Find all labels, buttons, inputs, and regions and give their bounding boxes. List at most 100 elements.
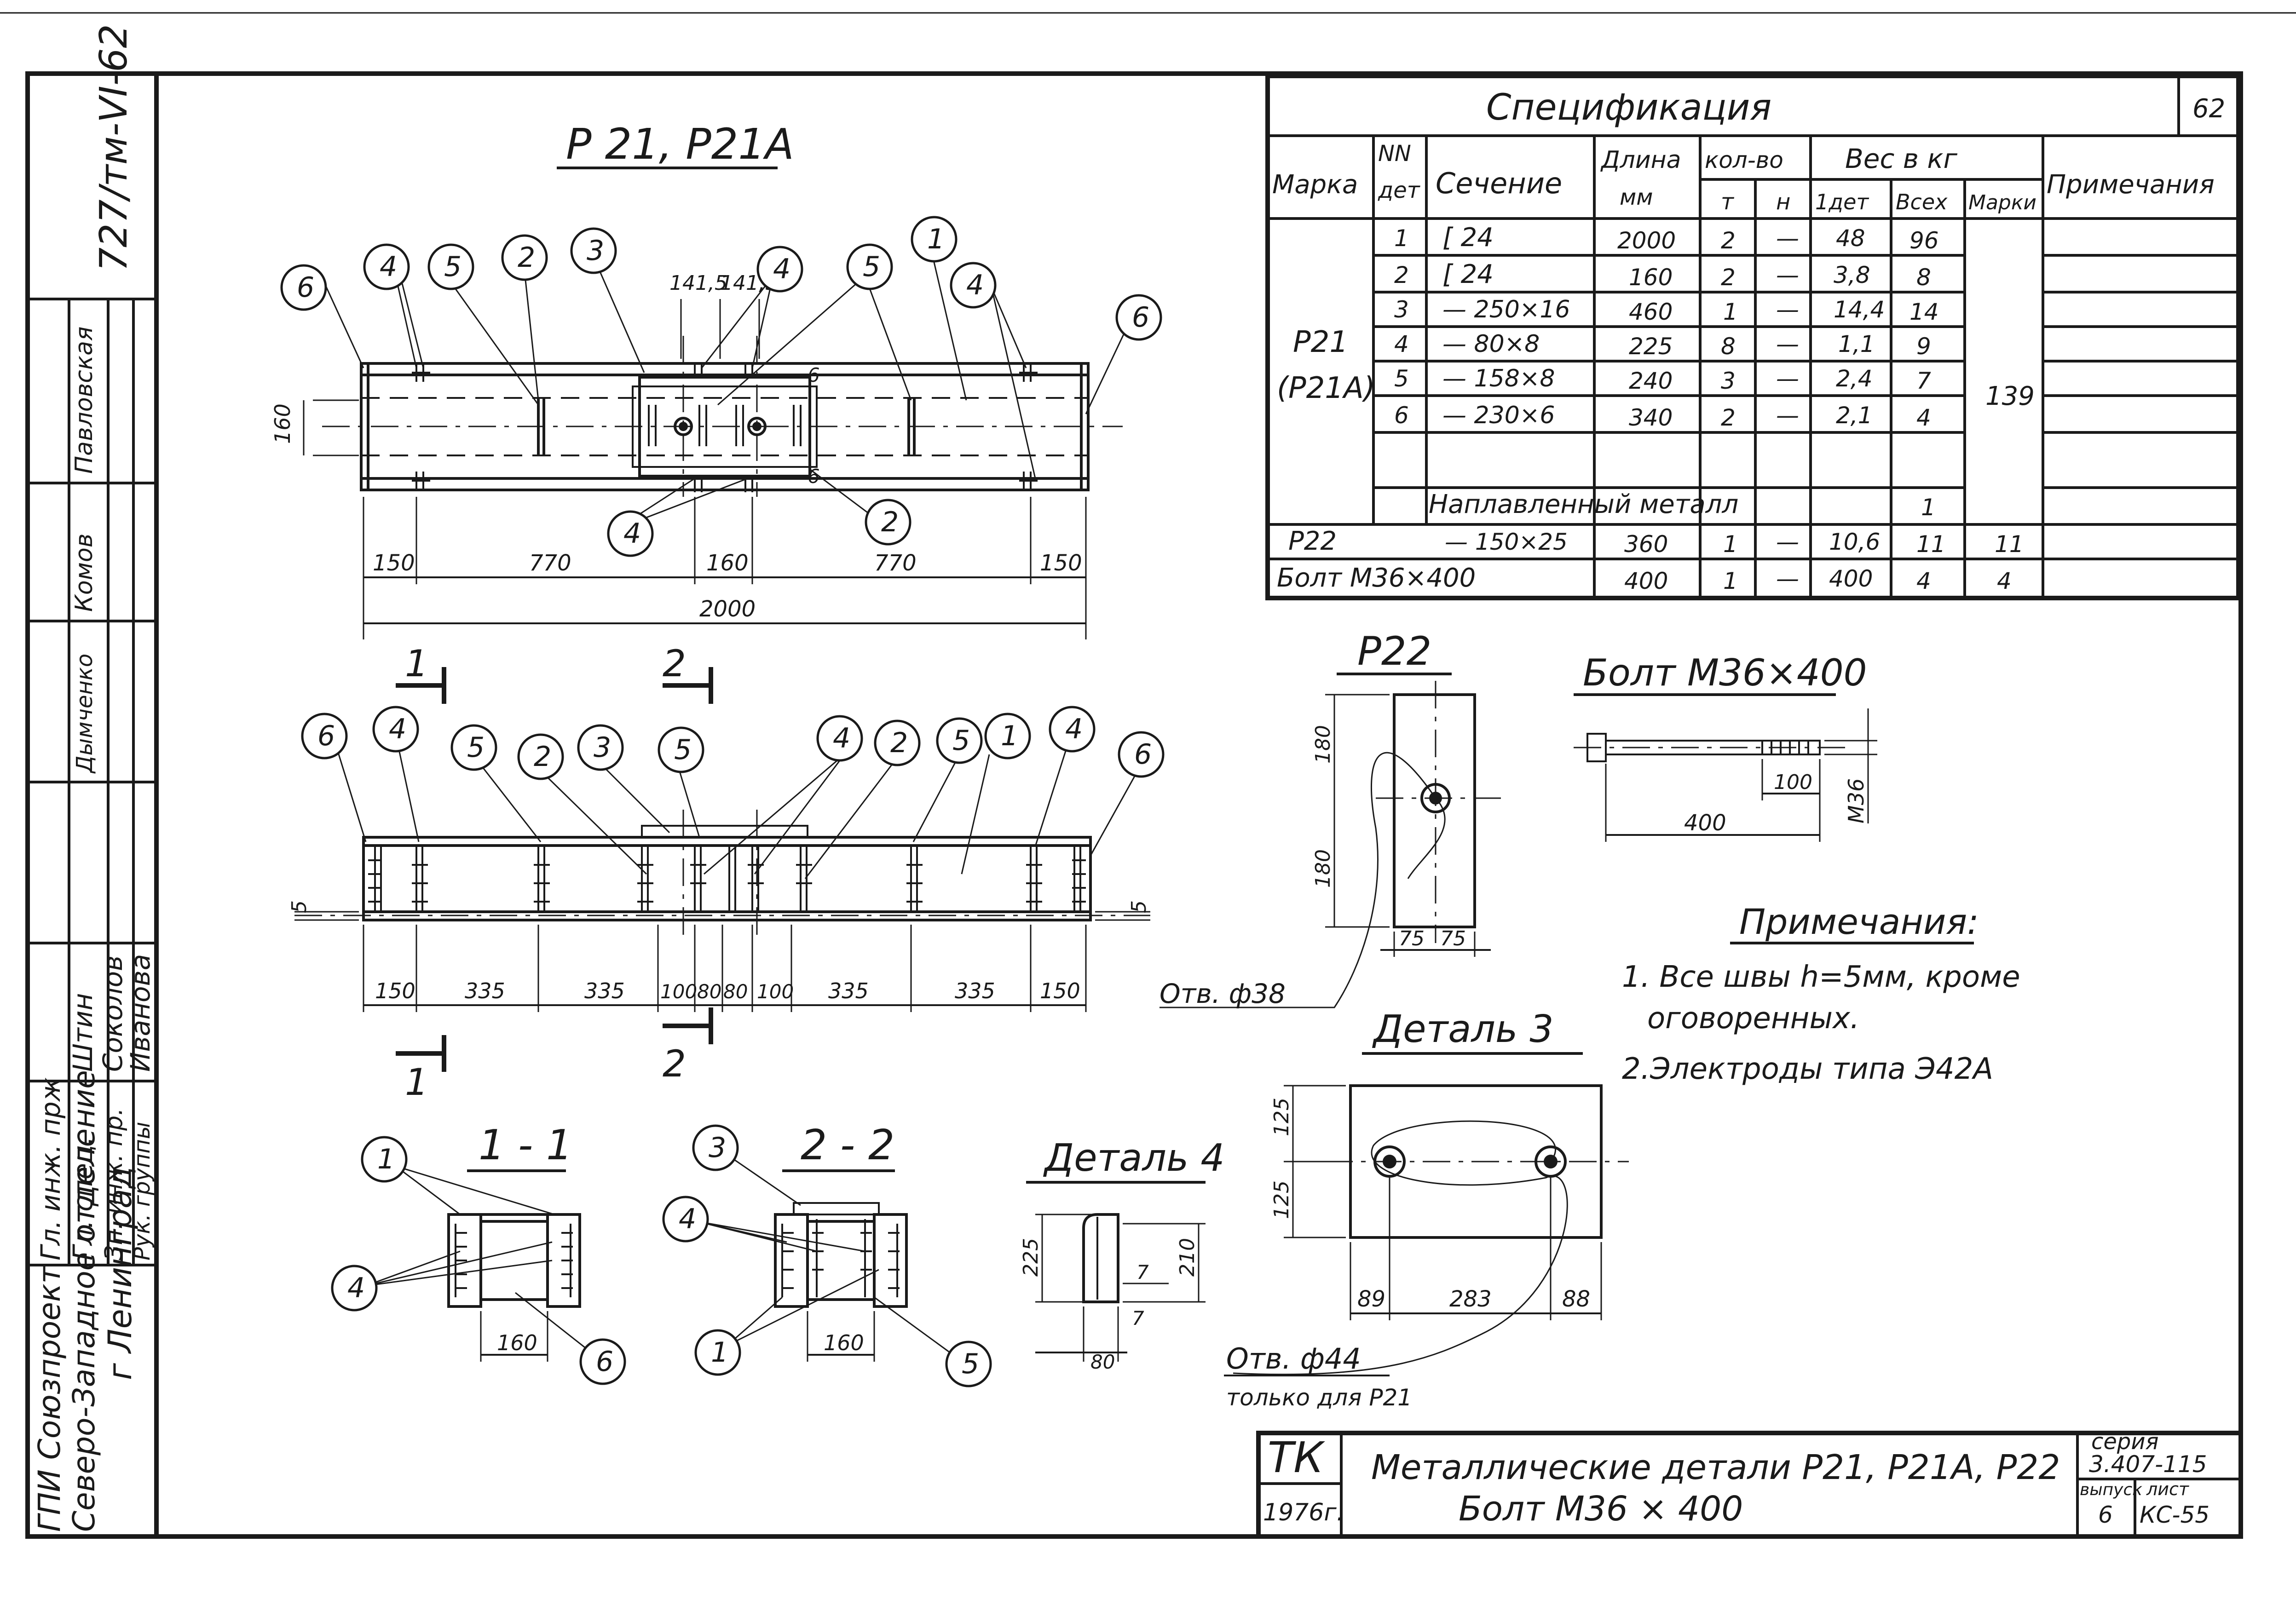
svg-text:2: 2 (1721, 404, 1736, 431)
svg-text:100: 100 (660, 980, 697, 1003)
svg-text:80: 80 (1090, 1351, 1115, 1373)
svg-text:1: 1 (405, 1061, 428, 1104)
section-1-title: 1 - 1 (479, 1121, 572, 1169)
elev-top-plate (641, 825, 808, 838)
issue-number: 6 (2098, 1502, 2113, 1528)
svg-text:Марка: Марка (1272, 170, 1358, 200)
bolt-detail: Болт М36×400 100 400 М36 (1574, 651, 1877, 842)
svg-text:80: 80 (697, 980, 721, 1003)
series-number: 3.407-115 (2089, 1451, 2207, 1478)
svg-text:Вес в кг: Вес в кг (1845, 143, 1957, 174)
svg-text:335: 335 (955, 978, 995, 1003)
section-2-2: 2 - 2 160 3 4 1 5 (662, 1121, 992, 1387)
plan-dim-bottom-3: 160 (706, 550, 749, 576)
svg-text:1: 1 (1723, 568, 1738, 594)
svg-text:460: 460 (1629, 299, 1673, 325)
svg-text:6: 6 (1132, 301, 1149, 334)
svg-text:150: 150 (1040, 978, 1080, 1003)
svg-text:180: 180 (1311, 725, 1335, 764)
svg-text:—: — (1776, 402, 1799, 429)
svg-text:5: 5 (962, 1348, 979, 1380)
svg-text:кол-во: кол-во (1705, 147, 1783, 173)
elevation-view: 5 5 150 335 335 100 80 80 100 335 335 15… (288, 706, 1165, 1012)
svg-text:125: 125 (1270, 1098, 1293, 1136)
svg-text:2: 2 (1394, 262, 1409, 288)
svg-text:283: 283 (1449, 1286, 1492, 1312)
spec-row-2: 2 [ 24 160 2 — 3,8 8 (1394, 259, 1931, 291)
svg-text:8: 8 (1721, 333, 1736, 360)
svg-text:160: 160 (824, 1330, 864, 1355)
svg-text:4: 4 (1997, 568, 2012, 594)
svg-text:мм: мм (1620, 184, 1653, 210)
plan-dim-bottom-4: 770 (874, 550, 917, 576)
svg-text:2: 2 (1721, 264, 1736, 291)
svg-text:4: 4 (773, 253, 790, 285)
svg-text:2: 2 (1721, 227, 1736, 254)
svg-text:80: 80 (723, 980, 748, 1003)
svg-text:4: 4 (389, 713, 406, 745)
svg-text:5: 5 (674, 734, 692, 766)
svg-text:[ 24: [ 24 (1442, 223, 1494, 253)
svg-text:9: 9 (1916, 333, 1931, 360)
svg-text:1: 1 (1723, 531, 1738, 558)
svg-text:6: 6 (808, 465, 820, 488)
svg-text:—: — (1776, 565, 1799, 592)
svg-text:335: 335 (828, 978, 869, 1003)
svg-text:Длина: Длина (1600, 146, 1681, 174)
drawing-title-2: Болт М36 × 400 (1459, 1489, 1743, 1529)
svg-text:6: 6 (317, 720, 335, 752)
svg-text:6: 6 (297, 271, 314, 304)
svg-text:3: 3 (709, 1132, 726, 1164)
spec-row-bolt: Болт М36×400 400 1 — 400 4 4 (1277, 563, 2012, 594)
section-2-title: 2 - 2 (801, 1121, 894, 1169)
svg-text:5: 5 (1394, 365, 1409, 392)
svg-text:— 158×8: — 158×8 (1442, 365, 1555, 392)
svg-text:Р21: Р21 (1293, 325, 1348, 359)
spec-row-1: 1 [ 24 2000 2 — 48 96 (1394, 223, 1939, 254)
svg-text:Примечания: Примечания (2047, 170, 2215, 200)
svg-text:4: 4 (1394, 331, 1409, 357)
svg-text:серия: серия (2091, 1429, 2158, 1455)
stamp-name-5: Павловская (70, 327, 98, 474)
svg-text:—: — (1776, 331, 1799, 357)
svg-text:(Р21А): (Р21А) (1277, 371, 1375, 405)
svg-text:1: 1 (1921, 494, 1936, 521)
stamp-role-4: Рук. группы (129, 1122, 155, 1260)
stamp-name-1: Штин (67, 993, 98, 1072)
detail-3-note: только для Р21 (1226, 1384, 1412, 1411)
svg-text:лист: лист (2146, 1479, 2190, 1499)
svg-text:210: 210 (1176, 1238, 1199, 1277)
sheet-code: 727/тм-VI-62 (92, 24, 136, 271)
svg-text:5: 5 (467, 731, 485, 764)
svg-text:н: н (1776, 189, 1790, 215)
notes: Примечания: 1. Все швы h=5мм, кроме огов… (1622, 901, 2020, 1086)
svg-text:3: 3 (1394, 296, 1409, 323)
svg-text:400: 400 (1829, 565, 1873, 592)
svg-text:4: 4 (679, 1203, 696, 1235)
svg-text:5: 5 (444, 251, 462, 283)
note-2: 2.Электроды типа Э42А (1622, 1052, 1993, 1086)
svg-text:— 80×8: — 80×8 (1442, 330, 1540, 358)
svg-text:8: 8 (1916, 264, 1931, 291)
detail-3-title: Деталь 3 (1372, 1007, 1554, 1051)
p22-plate (1393, 693, 1476, 928)
svg-text:5: 5 (863, 251, 880, 283)
svg-text:—: — (1776, 529, 1799, 555)
svg-text:225: 225 (1629, 333, 1673, 360)
plan-dim-height: 160 (270, 403, 295, 444)
org-code: ТК (1268, 1433, 1325, 1482)
svg-text:—: — (1776, 296, 1799, 323)
cut-marks: 1 2 1 2 (396, 642, 713, 1104)
svg-text:1: 1 (377, 1143, 395, 1175)
svg-text:400: 400 (1684, 810, 1726, 836)
stamp-role-1: Гл. инж. прж (35, 1077, 66, 1260)
svg-text:— 150×25: — 150×25 (1445, 529, 1568, 555)
svg-text:Болт М36×400: Болт М36×400 (1277, 563, 1476, 593)
plan-dim-top-1: 141,5 (669, 271, 727, 295)
svg-text:100: 100 (1774, 771, 1812, 794)
svg-text:4: 4 (347, 1272, 365, 1304)
spec-table: Спецификация 62 Марка NN дет (1265, 74, 2241, 600)
svg-text:—: — (1776, 225, 1799, 252)
section-1-1: 1 - 1 160 1 4 6 (331, 1121, 626, 1385)
